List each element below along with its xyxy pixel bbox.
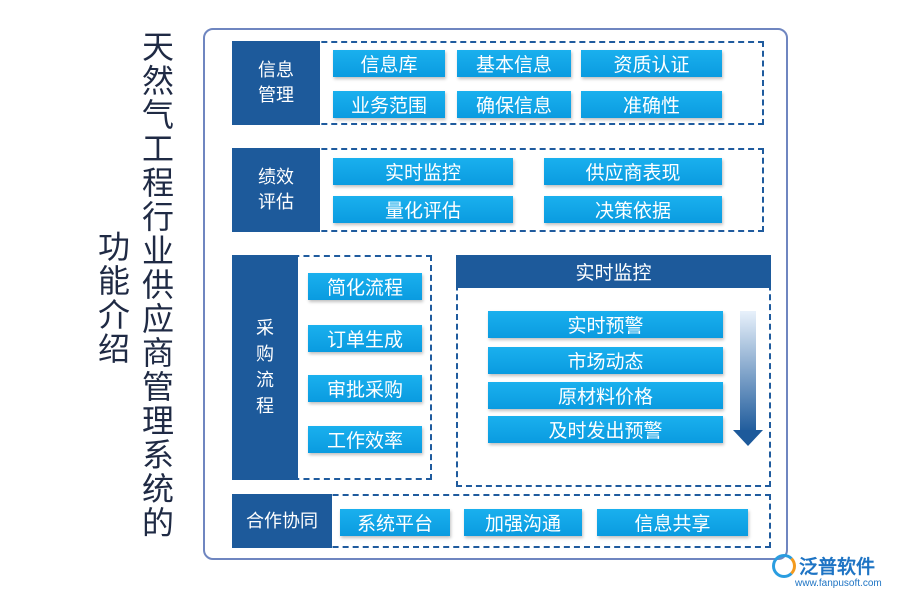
chip-enhance-communication: 加强沟通	[464, 509, 582, 536]
label-char: 流	[256, 369, 274, 391]
title-char: 功	[98, 228, 131, 266]
title-char: 业	[142, 232, 175, 270]
chip-system-platform: 系统平台	[340, 509, 450, 536]
label-char: 采	[256, 317, 274, 339]
title-char: 工	[142, 130, 175, 168]
label-char: 程	[256, 395, 274, 417]
title-char: 统	[142, 470, 175, 508]
chip-decision-basis: 决策依据	[544, 196, 722, 223]
title-char: 的	[142, 504, 175, 542]
section-collab-label: 合作协同	[232, 494, 332, 548]
section-monitor-header: 实时监控	[456, 255, 771, 288]
arrow-head-icon	[733, 430, 763, 446]
chip-realtime-monitor: 实时监控	[333, 158, 513, 185]
title-char: 气	[142, 96, 175, 134]
chip-raw-material-price: 原材料价格	[488, 382, 723, 409]
label-line: 评估	[258, 192, 294, 213]
chip-quantitative-eval: 量化评估	[333, 196, 513, 223]
label-line: 信息	[258, 60, 294, 81]
title-char: 天	[142, 28, 175, 66]
title-char: 理	[142, 402, 175, 440]
title-char: 然	[142, 62, 175, 100]
title-char: 介	[98, 296, 131, 334]
title-char: 能	[98, 262, 131, 300]
title-char: 应	[142, 300, 175, 338]
chip-simplify-process: 简化流程	[308, 273, 422, 300]
chip-work-efficiency: 工作效率	[308, 426, 422, 453]
label-line: 绩效	[258, 167, 294, 188]
title-char: 系	[142, 436, 175, 474]
chip-timely-alert: 及时发出预警	[488, 416, 723, 443]
chip-info-library: 信息库	[333, 50, 445, 77]
brand-logo: 泛普软件	[772, 552, 875, 579]
section-perf-label: 绩效 评估	[232, 148, 320, 232]
chip-business-scope: 业务范围	[333, 91, 445, 118]
title-char: 行	[142, 198, 175, 236]
title-main: 天 然 气 工 程 行 业 供 应 商 管 理 系 统 的	[142, 30, 174, 540]
chip-approve-purchase: 审批采购	[308, 375, 422, 402]
chip-accuracy: 准确性	[581, 91, 722, 118]
logo-url: www.fanpusoft.com	[795, 578, 882, 589]
down-arrow-icon	[740, 311, 756, 433]
chip-ensure-info: 确保信息	[457, 91, 571, 118]
chip-info-sharing: 信息共享	[597, 509, 748, 536]
chip-qualification: 资质认证	[581, 50, 722, 77]
title-char: 商	[142, 334, 175, 372]
section-info-label: 信息 管理	[232, 41, 320, 125]
title-char: 绍	[98, 330, 131, 368]
section-purchase-label: 采 购 流 程	[232, 255, 298, 480]
title-char: 供	[142, 266, 175, 304]
label-line: 管理	[258, 85, 294, 106]
title-char: 程	[142, 164, 175, 202]
logo-name: 泛普软件	[799, 556, 876, 578]
chip-realtime-alert: 实时预警	[488, 311, 723, 338]
chip-market-dynamics: 市场动态	[488, 347, 723, 374]
label-char: 购	[256, 343, 274, 365]
title-sub: 功 能 介 绍	[98, 230, 130, 366]
chip-basic-info: 基本信息	[457, 50, 571, 77]
chip-order-generation: 订单生成	[308, 325, 422, 352]
title-char: 管	[142, 368, 175, 406]
logo-icon	[772, 553, 796, 578]
chip-supplier-performance: 供应商表现	[544, 158, 722, 185]
